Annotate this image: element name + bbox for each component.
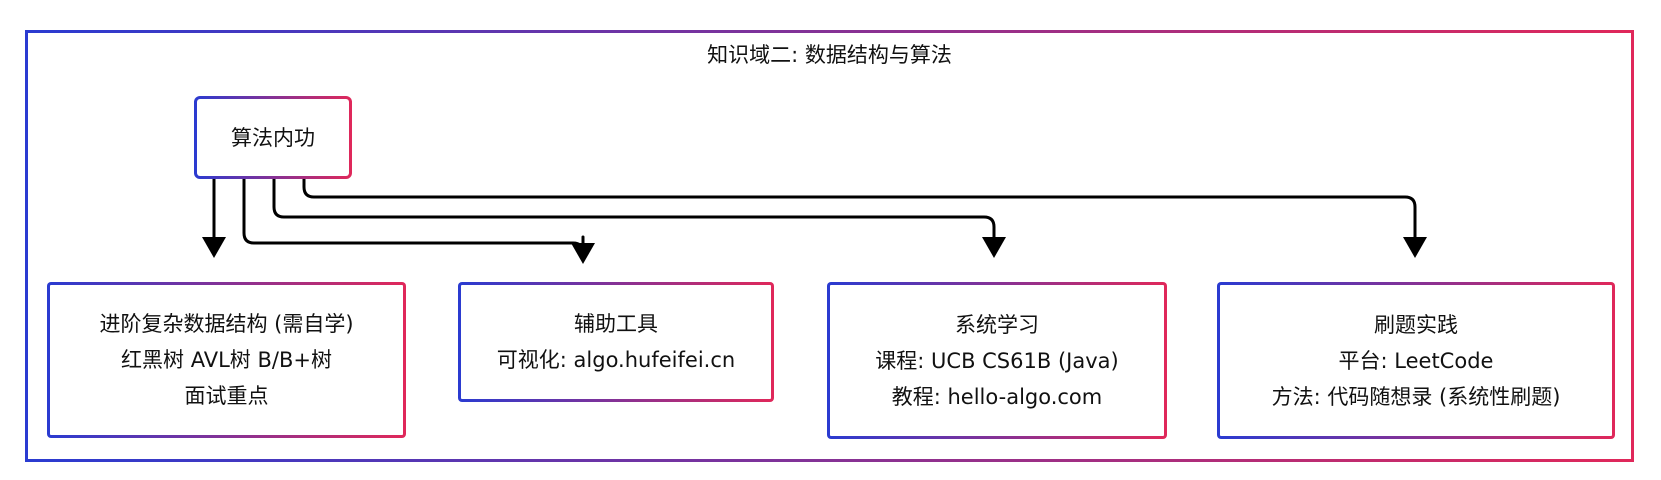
node-tools: 辅助工具 可视化: algo.hufeifei.cn [458,282,774,402]
node-root: 算法内功 [194,96,352,179]
node-practice: 刷题实践 平台: LeetCode 方法: 代码随想录 (系统性刷题) [1217,282,1615,439]
node-advanced-data-structures: 进阶复杂数据结构 (需自学) 红黑树 AVL树 B/B+树 面试重点 [47,282,406,438]
node-systematic-line-1: 系统学习 [955,312,1039,337]
frame-title: 知识域二: 数据结构与算法 [707,43,952,67]
node-practice-line-3: 方法: 代码随想录 (系统性刷题) [1271,384,1561,409]
edge-root-to-systematic [272,177,996,239]
arrowhead-systematic [982,237,1006,258]
arrowhead-advanced [202,237,226,258]
node-advanced-line-1: 进阶复杂数据结构 (需自学) [99,312,354,336]
node-tools-line-2: 可视化: algo.hufeifei.cn [496,348,736,372]
node-tools-line-1: 辅助工具 [574,312,658,336]
node-practice-line-1: 刷题实践 [1374,312,1458,337]
node-systematic-line-2: 课程: UCB CS61B (Java) [875,348,1119,373]
node-advanced-line-2: 红黑树 AVL树 B/B+树 [121,348,332,372]
edge-root-to-practice [302,177,1417,239]
node-systematic-line-3: 教程: hello-algo.com [891,384,1103,409]
arrowhead-practice [1403,237,1427,258]
node-root-label: 算法内功 [231,125,315,150]
node-advanced-line-3: 面试重点 [184,384,269,408]
node-practice-line-2: 平台: LeetCode [1338,348,1494,373]
arrowhead-tools [571,243,595,264]
node-systematic-learning: 系统学习 课程: UCB CS61B (Java) 教程: hello-algo… [827,282,1167,439]
